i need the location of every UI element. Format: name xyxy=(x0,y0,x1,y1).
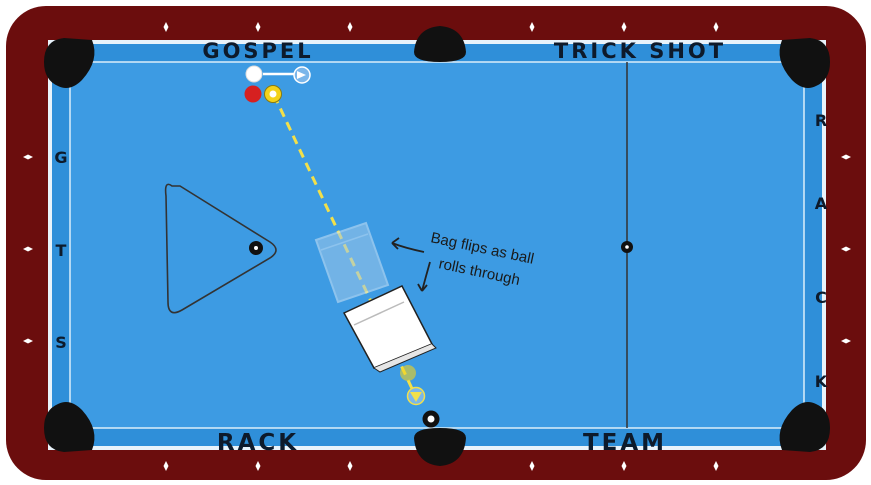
left-rail-letter-g: G xyxy=(54,148,67,167)
top-rail-right-title: TRICK SHOT xyxy=(554,39,726,63)
red-ball xyxy=(245,86,262,103)
arrow-down-icon xyxy=(408,388,425,405)
bottom-rail-right-title: TEAM xyxy=(583,430,667,456)
bottom-rail-left-title: RACK xyxy=(217,430,299,456)
right-rail-letter-c: C xyxy=(815,288,827,307)
head-spot-center xyxy=(254,246,258,250)
right-rail-letter-k: K xyxy=(815,372,828,391)
yellow-ball xyxy=(265,86,282,103)
top-rail-left-title: GOSPEL xyxy=(202,39,313,63)
left-rail-letter-s: S xyxy=(55,333,67,352)
right-rail-letter-r: R xyxy=(815,111,827,130)
black-ball xyxy=(423,411,440,428)
right-rail-letter-a: A xyxy=(815,194,828,213)
left-rail-letter-t: T xyxy=(56,241,67,260)
cue-ball xyxy=(246,66,262,82)
foot-spot-center xyxy=(625,245,629,249)
yellow-ball-ghost xyxy=(400,365,416,381)
